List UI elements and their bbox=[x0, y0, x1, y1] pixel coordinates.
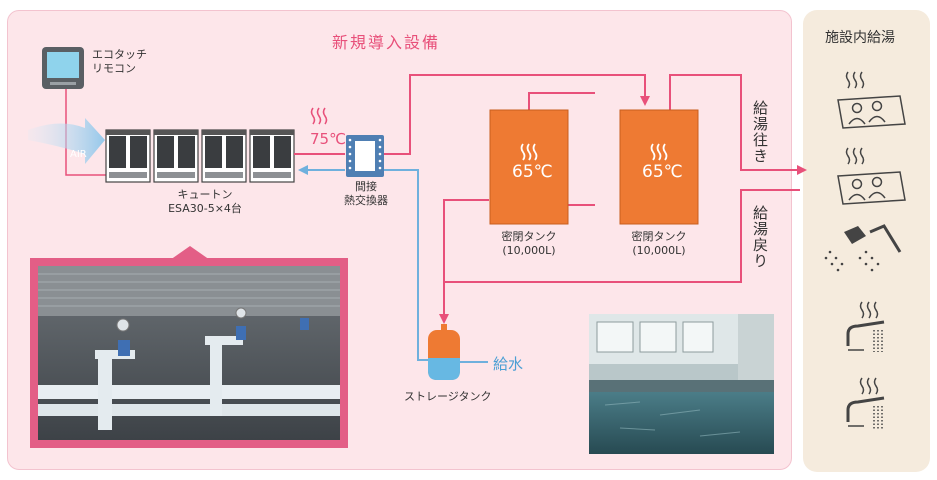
supply-return-label: 給湯戻り bbox=[751, 205, 769, 269]
air-arrow-icon bbox=[28, 118, 105, 164]
water-supply-label: 給水 bbox=[493, 355, 524, 373]
steam-icon bbox=[310, 107, 328, 125]
remote-label-line1: エコタッチ bbox=[92, 48, 147, 61]
section-title: 新規導入設備 bbox=[332, 33, 441, 52]
heat-exchanger-line1: 間接 bbox=[355, 180, 377, 193]
heat-pump-label: キュートン ESA30-5×4台 bbox=[150, 188, 260, 216]
faucet-icon bbox=[846, 301, 885, 352]
heat-pump-line2: ESA30-5×4台 bbox=[168, 202, 242, 215]
supply-go-label: 給湯往き bbox=[751, 100, 769, 164]
installation-photo bbox=[30, 246, 348, 448]
supply-temperature: 75℃ bbox=[310, 130, 346, 148]
heat-pump-line1: キュートン bbox=[177, 188, 233, 201]
remote-controller-icon bbox=[42, 47, 84, 89]
remote-label: エコタッチ リモコン bbox=[92, 48, 147, 76]
air-label: AIR bbox=[70, 149, 87, 160]
pool-photo bbox=[589, 314, 774, 454]
tank-right-temperature: 65℃ bbox=[642, 162, 683, 182]
tank-left-temperature: 65℃ bbox=[512, 162, 553, 182]
facility-panel bbox=[803, 10, 930, 472]
heat-exchanger-label: 間接 熱交換器 bbox=[343, 180, 389, 208]
storage-tank-icon bbox=[428, 324, 460, 380]
facility-title: 施設内給湯 bbox=[825, 30, 895, 46]
tank-left-line1: 密閉タンク bbox=[501, 230, 557, 243]
tank-right-label: 密閉タンク (10,000L) bbox=[619, 230, 699, 258]
closed-tank-right-icon bbox=[619, 109, 699, 225]
heat-pump-units-icon bbox=[105, 129, 295, 183]
shower-icon bbox=[824, 224, 902, 272]
tank-left-label: 密閉タンク (10,000L) bbox=[489, 230, 569, 258]
heat-exchanger-line2: 熱交換器 bbox=[344, 194, 388, 207]
heat-exchanger-icon bbox=[346, 135, 384, 177]
bath-icon bbox=[837, 147, 906, 205]
tank-left-line2: (10,000L) bbox=[502, 244, 556, 257]
closed-tank-left-icon bbox=[489, 109, 569, 225]
tank-right-line2: (10,000L) bbox=[632, 244, 686, 257]
bath-icon bbox=[837, 71, 906, 129]
steam-icon bbox=[520, 143, 668, 161]
faucet-icon bbox=[846, 377, 885, 430]
remote-label-line2: リモコン bbox=[92, 62, 136, 75]
tank-right-line1: 密閉タンク bbox=[631, 230, 687, 243]
storage-tank-label: ストレージタンク bbox=[404, 390, 492, 403]
